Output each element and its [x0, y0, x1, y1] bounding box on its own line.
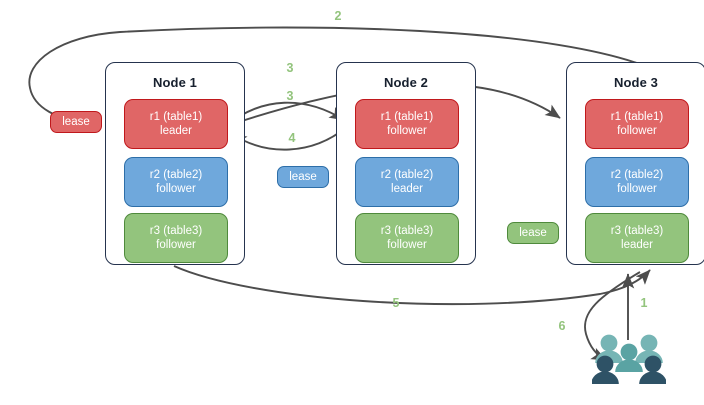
lease-chip-red[interactable]: lease: [50, 111, 102, 133]
lease-chip-green[interactable]: lease: [507, 222, 559, 244]
replica-n1r1-line2: leader: [160, 125, 192, 137]
replica-n2r3-line2: follower: [387, 239, 427, 251]
node-title-node1: Node 1: [153, 75, 197, 90]
edge-step-5: [173, 265, 651, 306]
replica-n1r3-line2: follower: [156, 239, 196, 251]
replica-n1r1[interactable]: r1 (table1) leader: [124, 99, 228, 149]
replica-n3r3-line2: leader: [621, 239, 653, 251]
step-label-6: 6: [558, 319, 566, 333]
replica-n1r2[interactable]: r2 (table2) follower: [124, 157, 228, 207]
node-title-node3: Node 3: [614, 75, 658, 90]
replica-n3r1-line1: r1 (table1): [610, 111, 664, 123]
replica-n2r1-line1: r1 (table1): [380, 111, 434, 123]
node-container-node3[interactable]: Node 3 r1 (table1) follower r2 (table2) …: [566, 62, 704, 265]
replica-n3r1-line2: follower: [617, 125, 657, 137]
replica-n3r2-line2: follower: [617, 183, 657, 195]
replica-n2r3[interactable]: r3 (table3) follower: [355, 213, 459, 263]
replica-n3r3-line1: r3 (table3): [610, 225, 664, 237]
replica-n1r1-line1: r1 (table1): [149, 111, 203, 123]
replica-n3r1[interactable]: r1 (table1) follower: [585, 99, 689, 149]
replica-n1r3-line1: r3 (table3): [149, 225, 203, 237]
step-label-3b: 3: [286, 89, 294, 103]
node-container-node2[interactable]: Node 2 r1 (table1) follower r2 (table2) …: [336, 62, 476, 265]
replica-n2r2[interactable]: r2 (table2) leader: [355, 157, 459, 207]
replica-n3r2-line1: r2 (table2): [610, 169, 664, 181]
step-label-2: 2: [334, 9, 342, 23]
users-icon: [592, 334, 666, 384]
node-container-node1[interactable]: Node 1 r1 (table1) leader r2 (table2) fo…: [105, 62, 245, 265]
replica-n2r2-line1: r2 (table2): [380, 169, 434, 181]
replica-n1r3[interactable]: r3 (table3) follower: [124, 213, 228, 263]
node-title-node2: Node 2: [384, 75, 428, 90]
replica-n2r3-line1: r3 (table3): [380, 225, 434, 237]
replica-n2r1-line2: follower: [387, 125, 427, 137]
replica-n1r2-line1: r2 (table2): [149, 169, 203, 181]
step-label-3a: 3: [286, 61, 294, 75]
replica-n1r2-line2: follower: [156, 183, 196, 195]
replica-n3r3[interactable]: r3 (table3) leader: [585, 213, 689, 263]
replica-n2r2-line2: leader: [391, 183, 423, 195]
step-label-1: 1: [640, 296, 648, 310]
step-label-5: 5: [392, 296, 400, 310]
step-label-4: 4: [288, 131, 296, 145]
lease-chip-blue[interactable]: lease: [277, 166, 329, 188]
replica-n3r2[interactable]: r2 (table2) follower: [585, 157, 689, 207]
replica-n2r1[interactable]: r1 (table1) follower: [355, 99, 459, 149]
